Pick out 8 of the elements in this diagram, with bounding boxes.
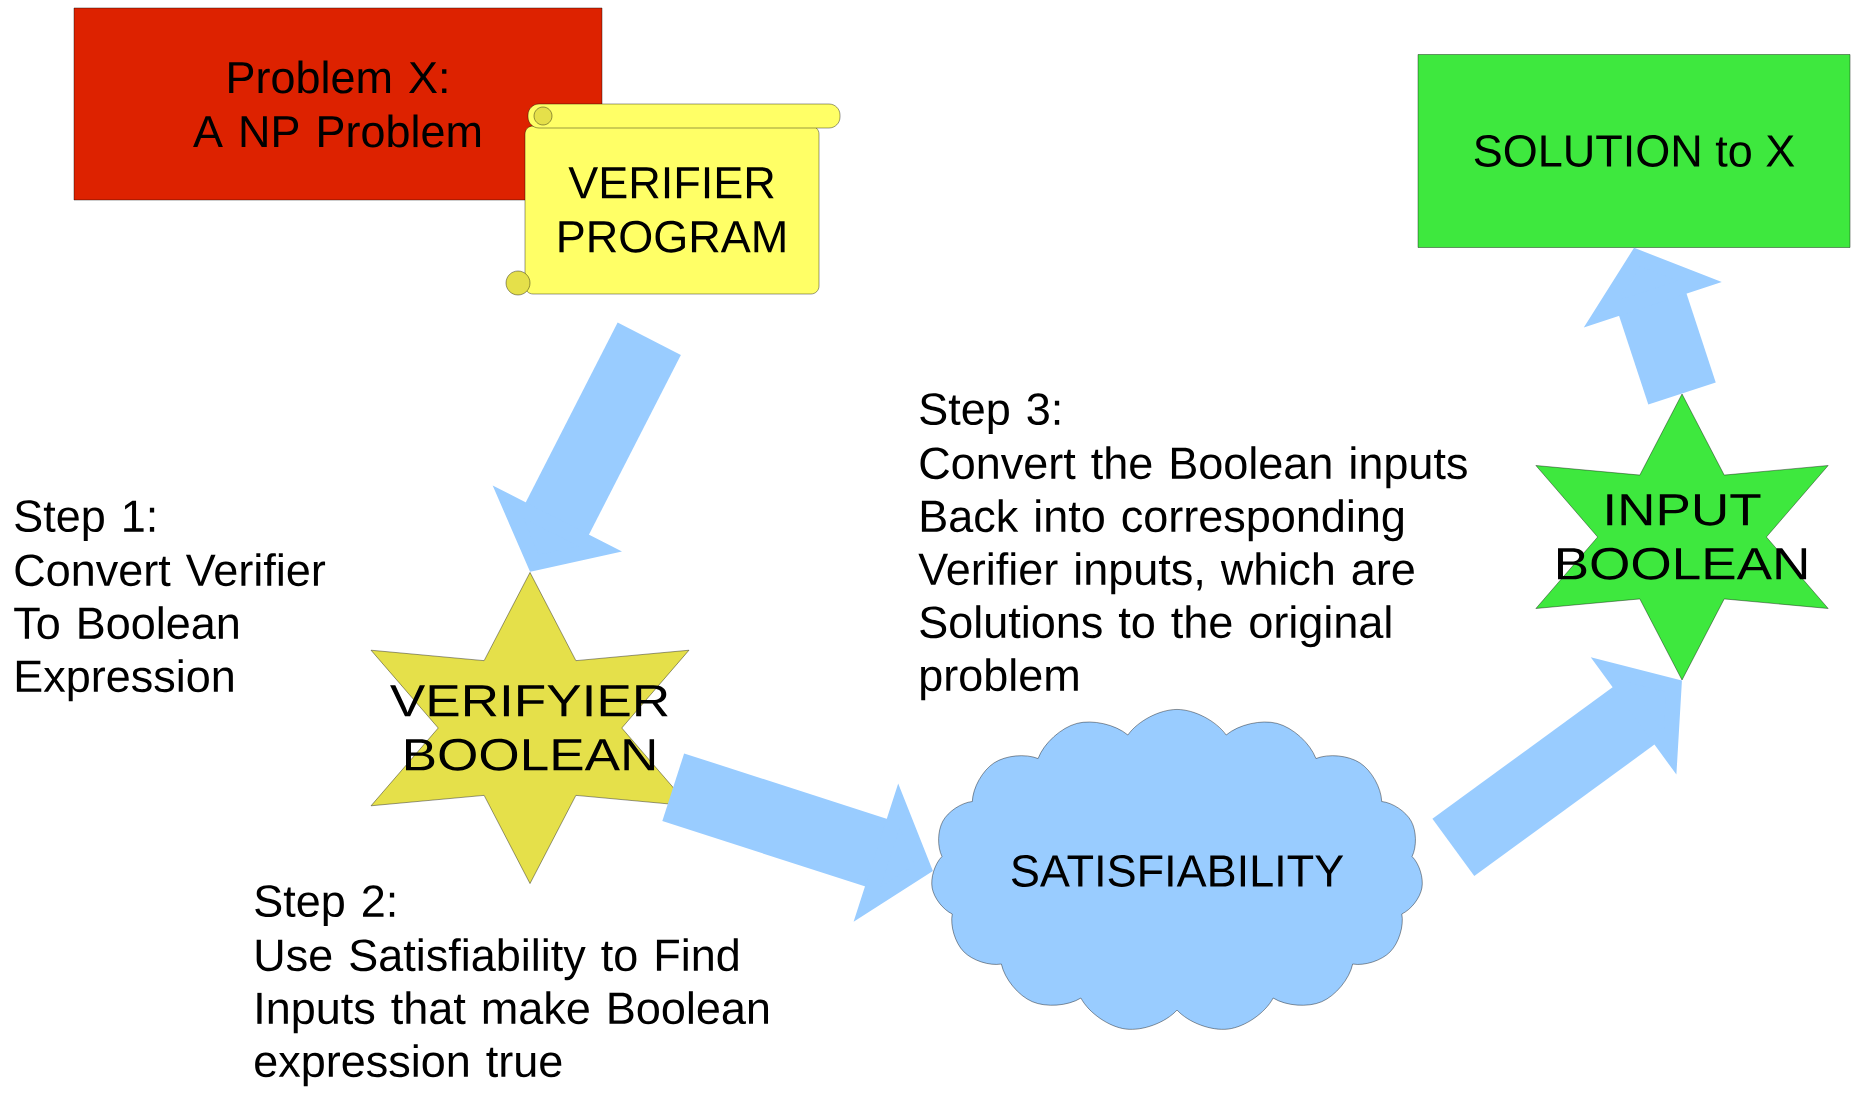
process-box: SOLUTION to X <box>1417 54 1851 248</box>
step-heading: Step 2: <box>255 885 395 926</box>
step-heading: Step 3: <box>920 393 1060 434</box>
block-arrow <box>1432 657 1682 877</box>
step-description: Convert the Boolean inputs Back into corresponding Verifier inputs, which are Solutions to the original problem <box>918 446 1467 701</box>
step-description: Use Satisfiability to Find Inputs that make Boolean expression true <box>255 938 768 1087</box>
step-description: Convert Verifier To Boolean Expression <box>14 553 326 702</box>
step-heading: Step 1: <box>15 500 155 541</box>
